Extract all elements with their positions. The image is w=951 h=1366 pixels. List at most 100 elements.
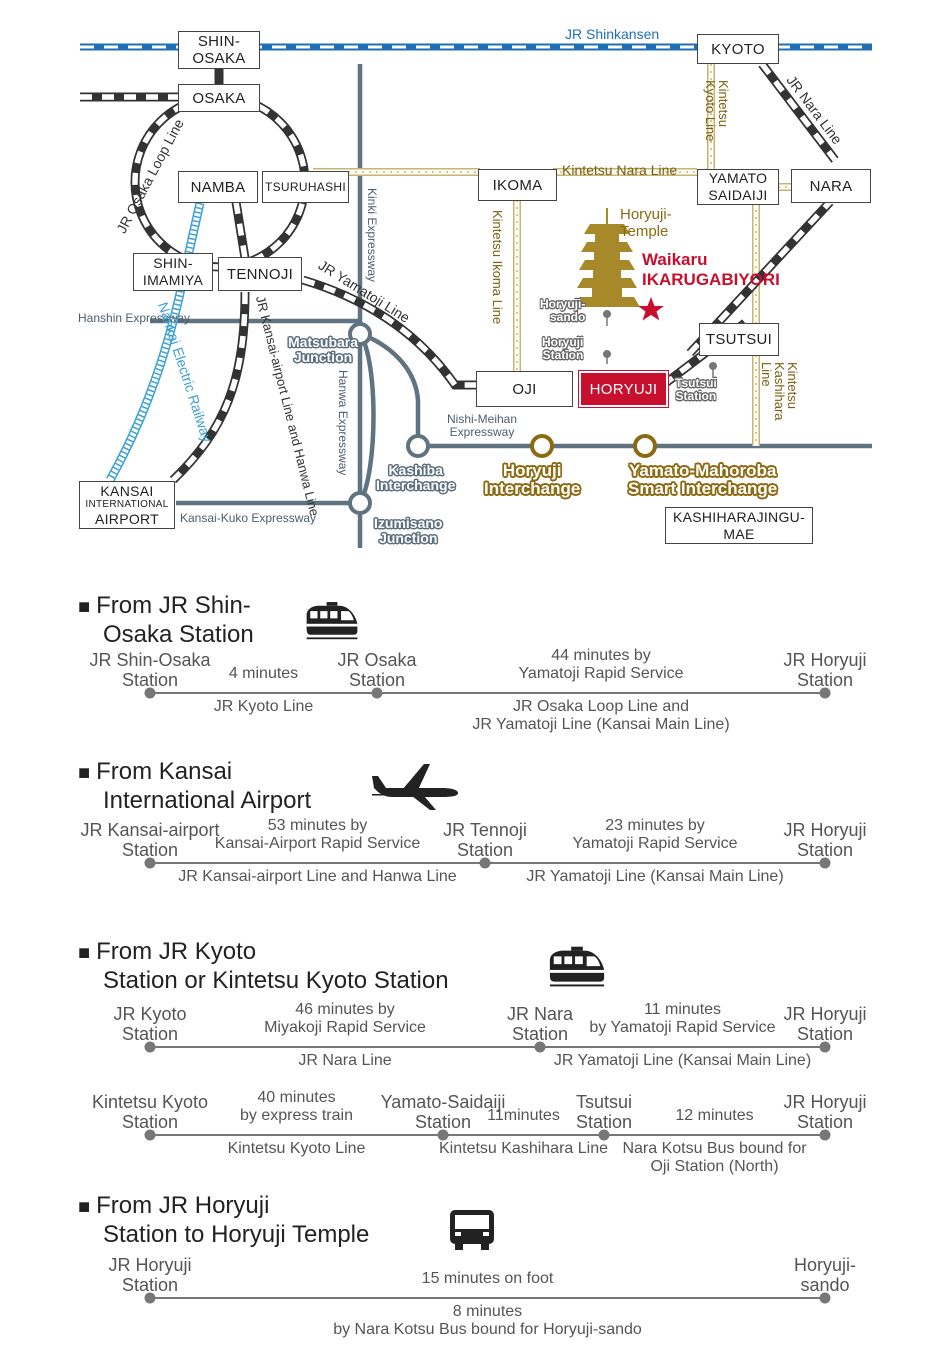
route-title-line: Station to Horyuji Temple	[103, 1221, 370, 1248]
station-shin-imamiya: SHIN-IMAMIYA	[133, 253, 213, 291]
station-dot	[598, 1129, 610, 1141]
station-horyuji: HORYUJI	[578, 370, 669, 408]
route-time-label: 4 minutes	[228, 665, 299, 682]
label-kintetsu-nara: Kintetsu Nara Line	[562, 162, 678, 178]
route-title-line: From Kansai	[96, 758, 233, 785]
route-line-label: JR Nara Line	[298, 1052, 392, 1069]
label-kintetsu-ikoma: Kintetsu Ikoma Line	[490, 210, 505, 325]
route-line-label: JR Yamatoji Line (Kansai Main Line)	[553, 1052, 812, 1069]
route-title: ■From JR Shin-Osaka Station	[78, 592, 254, 649]
route-station-label: Horyuji-sando	[793, 1255, 857, 1295]
station-dot	[144, 1129, 156, 1141]
route-line	[150, 692, 825, 694]
route-title-line: Station or Kintetsu Kyoto Station	[103, 967, 449, 994]
station-dot	[144, 1041, 156, 1053]
route-line-label: Kintetsu Kyoto Line	[227, 1140, 366, 1157]
route-title-line: From JR Shin-	[96, 592, 251, 619]
label-kintetsu-kashihara: Kintetsu Kashihara Line	[759, 362, 800, 421]
bullet-square-icon: ■	[78, 1196, 91, 1218]
label-kinki-exp: Kinki Expressway	[365, 188, 379, 283]
station-dot	[144, 687, 156, 699]
route-title-line: From JR Kyoto	[96, 938, 257, 965]
bullet-square-icon: ■	[78, 596, 91, 618]
station-ikoma: IKOMA	[478, 169, 557, 201]
bus-icon	[450, 1210, 494, 1250]
route-line	[150, 1297, 825, 1299]
junction-markers	[348, 322, 657, 515]
bus-stop-pins	[603, 310, 717, 378]
station-dot	[144, 1292, 156, 1304]
route-line	[150, 1046, 825, 1048]
route-time-label: 12 minutes	[675, 1107, 754, 1124]
route-line-label: JR Kyoto Line	[213, 698, 314, 715]
station-shin-osaka: SHIN-OSAKA	[178, 31, 260, 69]
route-line	[150, 1134, 825, 1136]
label-kansai-kuko: Kansai-Kuko Expressway	[180, 511, 317, 525]
station-dot	[144, 857, 156, 869]
route-line-label: JR Yamatoji Line (Kansai Main Line)	[526, 868, 784, 885]
route-title-line: From JR Horyuji	[96, 1192, 270, 1219]
bullet-square-icon: ■	[78, 942, 91, 964]
route-map: SHIN-OSAKA OSAKA KYOTO NAMBA TSURUHASHI …	[0, 0, 951, 560]
label-nishi-meihan: Nishi-Meihan Expressway	[446, 412, 518, 439]
route-title-line: Osaka Station	[103, 621, 254, 648]
hotel-star-icon	[638, 297, 664, 321]
station-dot	[819, 1041, 831, 1053]
station-dot	[819, 857, 831, 869]
airplane-icon	[372, 764, 458, 810]
route-title-line: International Airport	[103, 787, 312, 814]
route-time-label: 15 minutes on foot	[421, 1270, 554, 1287]
station-dot	[819, 1129, 831, 1141]
label-shinkansen: JR Shinkansen	[565, 26, 660, 42]
train-icon	[549, 946, 605, 987]
nankai-line	[106, 202, 205, 483]
bullet-square-icon: ■	[78, 762, 91, 784]
station-dot	[437, 1129, 449, 1141]
route-line-label: JR Kansai-airport Line and Hanwa Line	[178, 868, 457, 885]
station-nara: NARA	[791, 169, 871, 203]
station-dot	[819, 1292, 831, 1304]
station-tsutsui: TSUTSUI	[699, 323, 779, 356]
label-horyuji-sando-stop: Horyuji-sando	[540, 297, 586, 324]
station-dot	[371, 687, 383, 699]
label-kintetsu-kyoto: Kintetsu Kyoto Line	[703, 80, 731, 142]
station-namba: NAMBA	[178, 171, 258, 203]
kintetsu-lines	[313, 64, 793, 446]
station-tsuruhashi: TSURUHASHI	[262, 171, 349, 203]
label-horyuji-temple: Horyuji-Temple	[620, 206, 672, 240]
station-dot	[819, 687, 831, 699]
label-hanshin-exp: Hanshin Expressway	[78, 311, 191, 325]
